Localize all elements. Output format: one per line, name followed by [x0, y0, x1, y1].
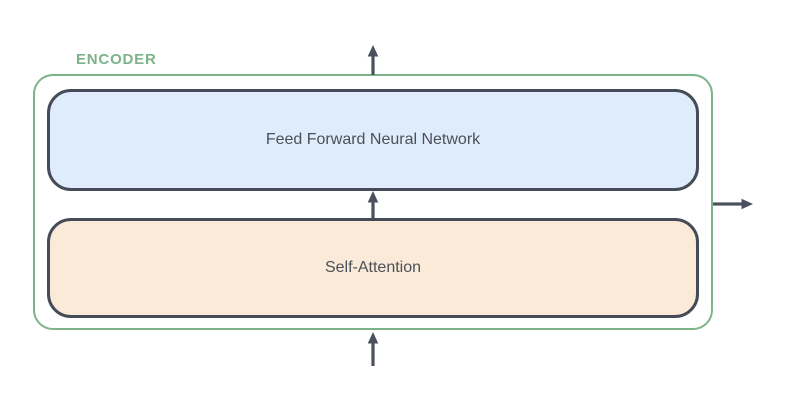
feed-forward-block: Feed Forward Neural Network — [47, 89, 699, 191]
self-attention-label: Self-Attention — [324, 259, 422, 276]
encoder-label: ENCODER — [76, 51, 157, 68]
self-attention-block: Self-Attention — [47, 218, 699, 318]
input-arrow-bottom-icon — [367, 332, 379, 366]
inter-block-arrow-icon — [367, 191, 379, 218]
feed-forward-label: Feed Forward Neural Network — [265, 131, 481, 148]
output-arrow-top-icon — [367, 45, 379, 75]
output-arrow-right-icon — [713, 198, 753, 210]
